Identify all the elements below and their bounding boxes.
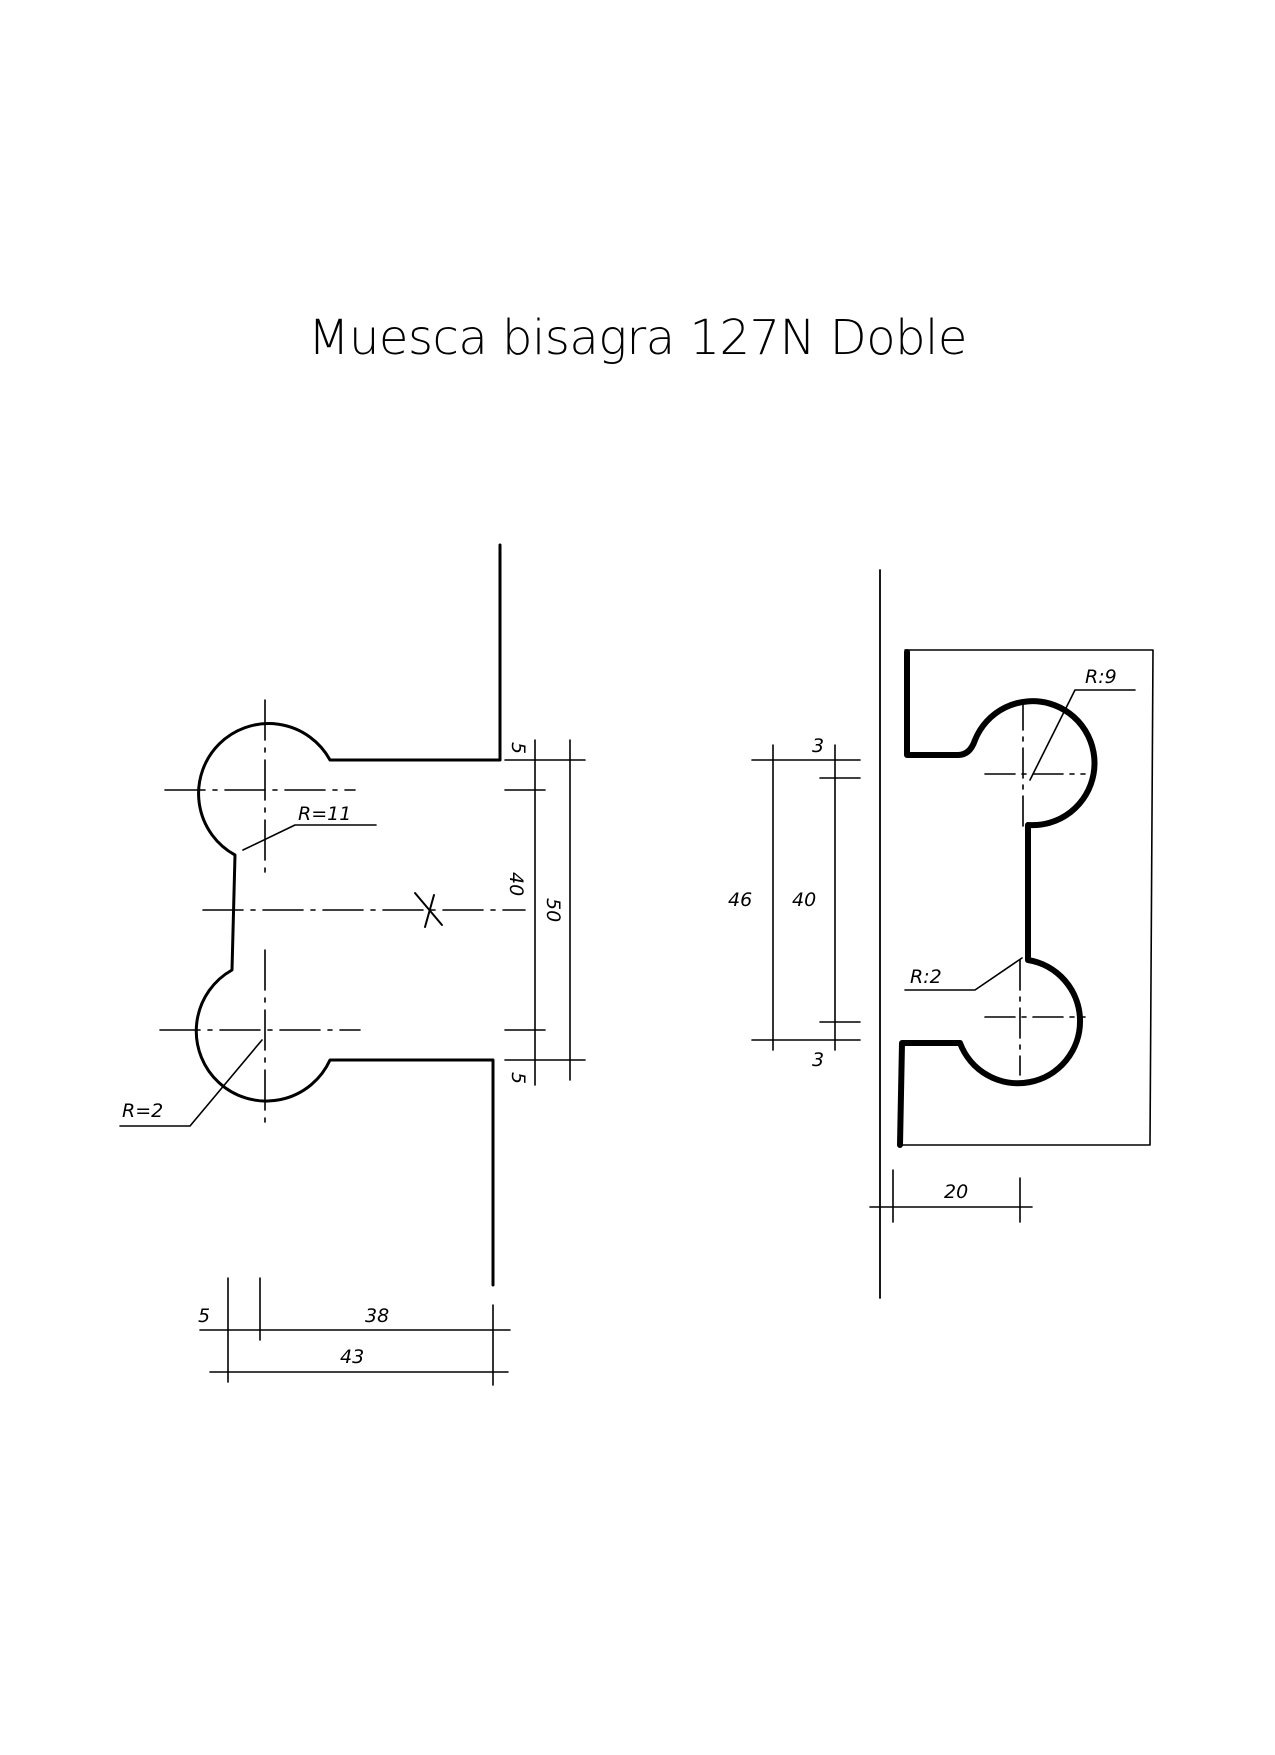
- left-label-top-offset: 5: [507, 742, 529, 754]
- left-vertical-dims: [504, 739, 586, 1086]
- right-vertical-dims: [751, 744, 861, 1051]
- left-centerlines: [159, 699, 526, 1131]
- left-leader-r-large: [242, 824, 377, 851]
- left-horizontal-dims: [199, 1277, 511, 1386]
- left-label-inner: 40: [505, 872, 527, 896]
- right-frame: [897, 649, 1154, 1146]
- left-label-outer: 50: [542, 898, 564, 922]
- right-label-inner: 40: [792, 889, 816, 911]
- right-depth-dim: [869, 1169, 1033, 1223]
- right-label-bottom: 3: [812, 1049, 824, 1071]
- left-view: [119, 543, 586, 1386]
- right-notch-profile: [897, 649, 1098, 1148]
- left-label-left-offset: 5: [198, 1305, 210, 1327]
- right-label-top: 3: [812, 735, 824, 757]
- left-notch-outline: [194, 543, 502, 1287]
- left-label-width-inner: 38: [365, 1305, 389, 1327]
- right-view: [751, 569, 1154, 1299]
- right-label-r-small: R:2: [910, 966, 942, 988]
- right-label-outer: 46: [728, 889, 752, 911]
- left-label-width-outer: 43: [340, 1346, 364, 1368]
- left-leader-r-small: [119, 1039, 263, 1127]
- right-label-r-large: R:9: [1085, 666, 1117, 688]
- left-center-mark: [414, 892, 443, 928]
- right-leader-r-large: [1029, 689, 1136, 781]
- left-label-r-large: R=11: [298, 803, 351, 825]
- left-label-bottom-offset: 5: [507, 1072, 529, 1084]
- right-leader-r-small: [904, 957, 1023, 991]
- left-label-r-small: R=2: [122, 1100, 163, 1122]
- right-centerlines: [984, 699, 1086, 1076]
- right-label-depth: 20: [944, 1181, 968, 1203]
- page-title: Muesca bisagra 127N Doble: [308, 310, 967, 366]
